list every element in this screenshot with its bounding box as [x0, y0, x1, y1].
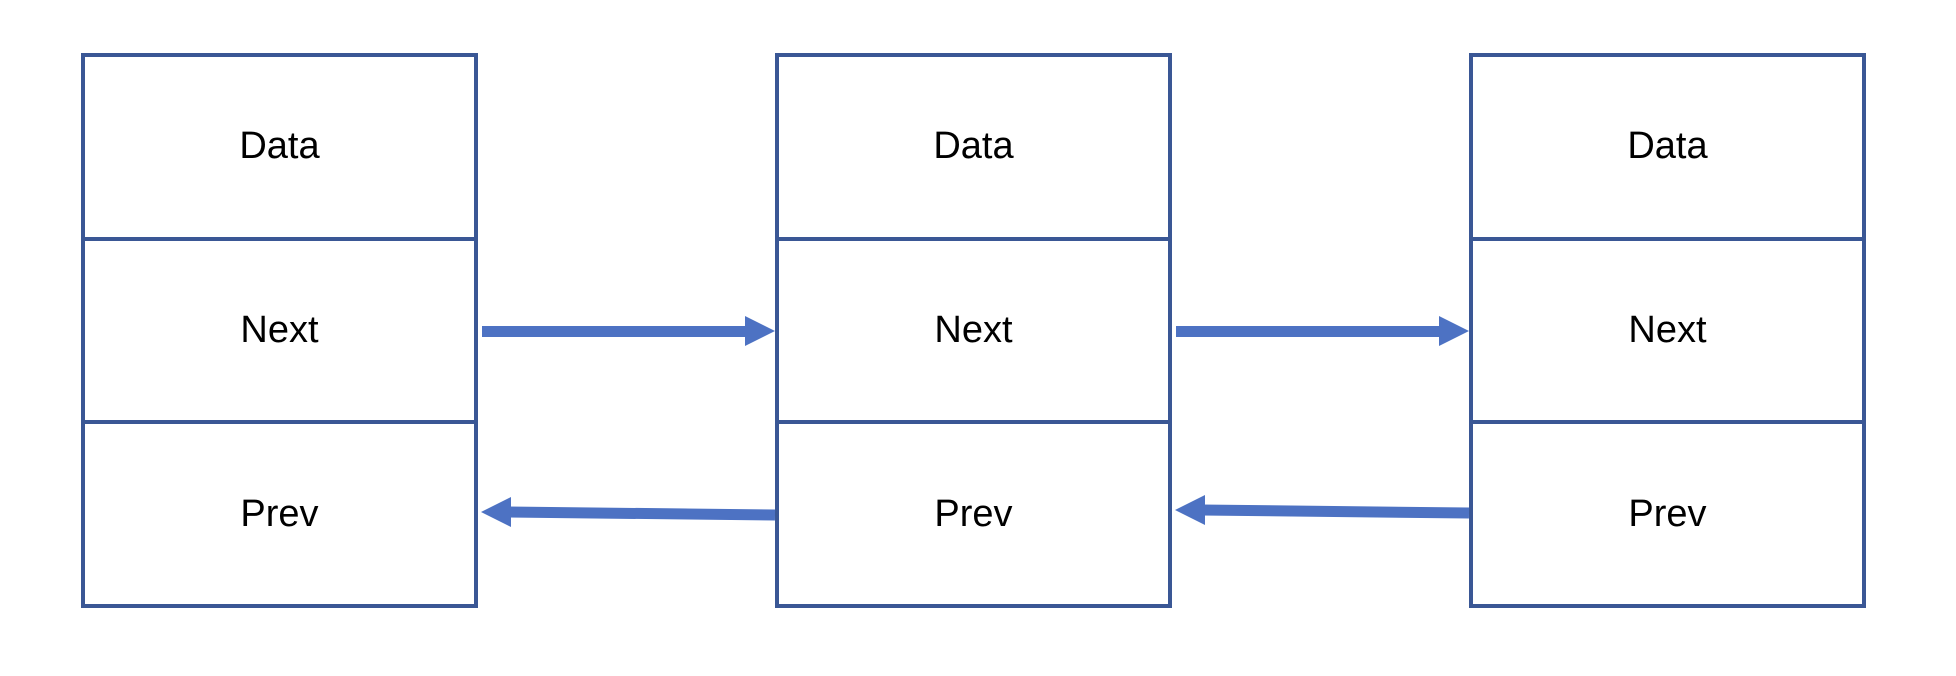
node-1: Data Next Prev — [81, 53, 478, 608]
node-3-data-cell: Data — [1627, 125, 1708, 168]
node-1-next-cell: Next — [85, 236, 474, 421]
node-3: Data Next Prev — [1469, 53, 1866, 608]
prev-arrow-3-to-2-line — [1200, 504, 1470, 519]
node-1-data-cell: Data — [239, 125, 320, 168]
prev-arrow-3-to-2-head — [1175, 495, 1205, 525]
prev-arrow-2-to-1-head — [481, 497, 511, 527]
node-1-prev-cell: Prev — [85, 420, 474, 604]
next-arrow-2-to-3 — [1176, 316, 1469, 346]
node-3-next-cell: Next — [1473, 236, 1862, 421]
node-2: Data Next Prev — [775, 53, 1172, 608]
node-2-data-cell: Data — [933, 125, 1014, 168]
node-2-next-cell: Next — [779, 236, 1168, 421]
next-arrow-1-to-2 — [482, 316, 775, 346]
node-2-prev-cell: Prev — [779, 420, 1168, 604]
node-3-prev-cell: Prev — [1473, 420, 1862, 604]
prev-arrow-2-to-1-line — [506, 506, 776, 521]
